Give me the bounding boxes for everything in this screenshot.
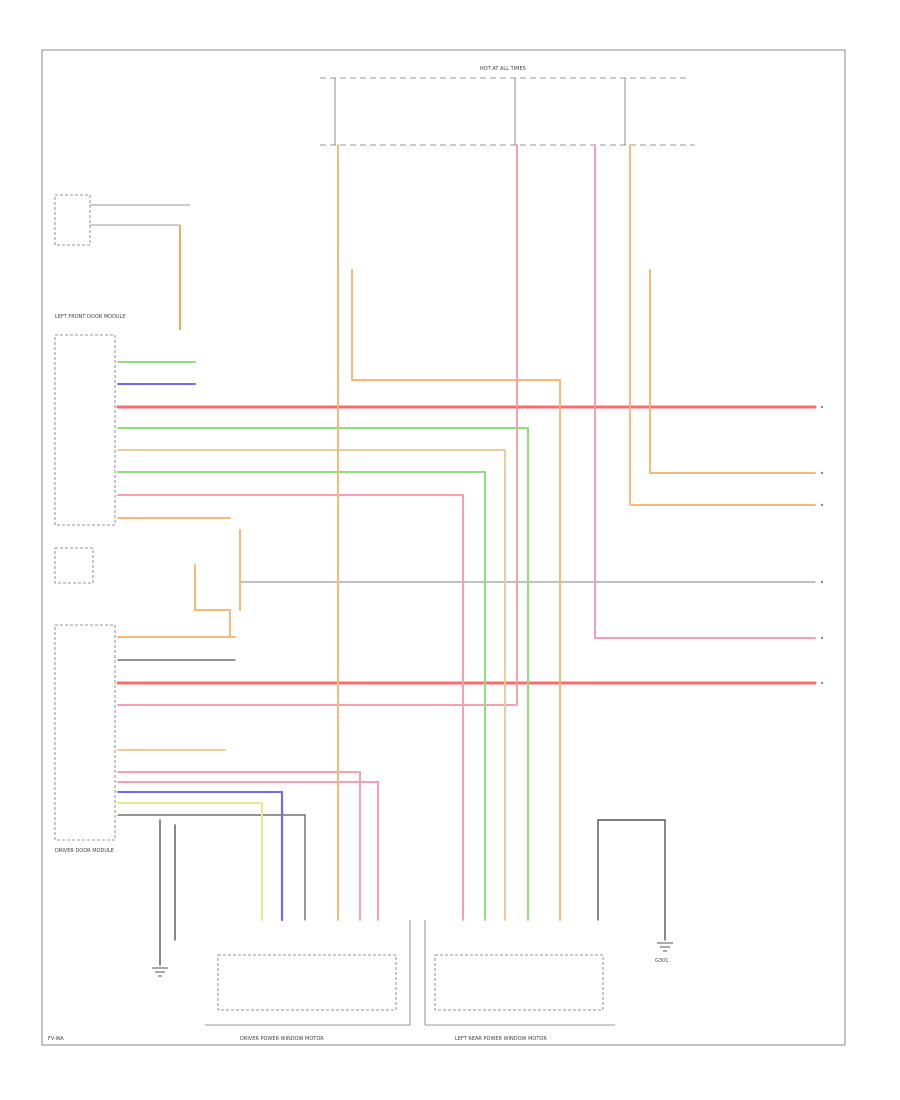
wire-orange-bend bbox=[351, 379, 561, 921]
left-front-door-module-label: LEFT FRONT DOOR MODULE bbox=[55, 314, 126, 320]
bottom-modules bbox=[205, 920, 615, 1026]
driver-door-module-box bbox=[54, 624, 116, 841]
wire-orange-zigzag bbox=[194, 564, 231, 638]
vertical-wires bbox=[159, 144, 666, 966]
left-rear-window-motor-box bbox=[434, 954, 604, 1011]
middle-left-connector bbox=[54, 547, 94, 584]
driver-window-motor-box bbox=[217, 954, 397, 1011]
left-rear-window-motor-label: LEFT REAR POWER WINDOW MOTOR bbox=[455, 1036, 547, 1042]
driver-door-module-label: DRIVER DOOR MODULE bbox=[55, 848, 114, 854]
horizontal-wires bbox=[116, 361, 817, 816]
ground-symbols bbox=[152, 942, 673, 977]
upper-left-connector bbox=[54, 194, 190, 330]
right-terminals bbox=[820, 405, 824, 685]
driver-window-motor-label: DRIVER POWER WINDOW MOTOR bbox=[240, 1036, 324, 1042]
top-bus-label: HOT AT ALL TIMES bbox=[480, 66, 526, 72]
left-front-door-module-box bbox=[54, 334, 116, 526]
wire-black-ground-right bbox=[597, 819, 666, 941]
figure-id: FV-WA bbox=[48, 1036, 64, 1042]
top-power-bus bbox=[320, 77, 695, 146]
diagram-frame bbox=[41, 49, 846, 1046]
ground-label: G301 bbox=[655, 958, 668, 964]
